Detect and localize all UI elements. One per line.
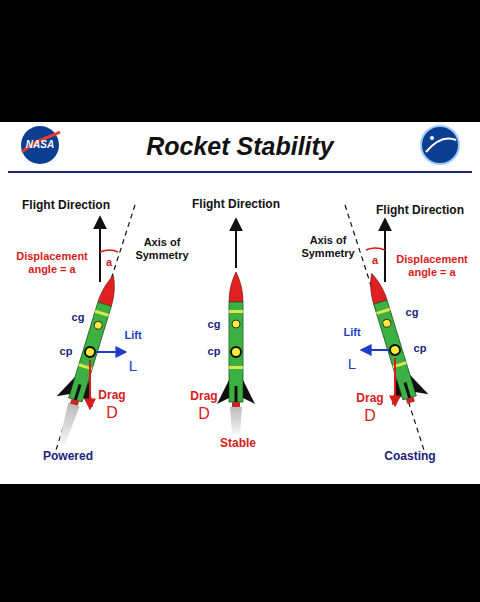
nasa-logo (21, 126, 59, 164)
flight-arrow (384, 220, 386, 282)
phase-label: Coasting (370, 450, 450, 464)
nasa-swoosh (22, 132, 60, 152)
drag-arrow (89, 360, 91, 408)
title-rule (8, 171, 472, 173)
rocket-powered (44, 270, 132, 449)
axis-label: Axis of Symmetry (131, 236, 193, 261)
stable-label: Stable (208, 437, 268, 451)
drag-symbol: D (102, 404, 122, 422)
glenn-swoosh (426, 139, 456, 153)
drag-label: Drag (188, 390, 220, 404)
exhaust-plume (56, 403, 79, 446)
axis-line (56, 205, 135, 450)
lift-label: Lift (118, 329, 148, 342)
drag-label: Drag (354, 392, 386, 406)
cp-label: cp (204, 345, 224, 358)
rocket (353, 268, 429, 408)
flight-direction-label: Flight Direction (11, 199, 121, 213)
lift-symbol: L (123, 357, 143, 374)
lift-symbol: L (342, 355, 362, 372)
lift-arrow (362, 349, 389, 351)
drag-symbol: D (194, 405, 214, 423)
logo-text: NASA (21, 139, 59, 151)
rocket (56, 270, 132, 410)
angle-symbol: a (370, 254, 380, 267)
glenn-star (430, 136, 434, 140)
cp-label: cp (410, 342, 430, 355)
axis-label: Axis of Symmetry (299, 234, 357, 259)
cg-label: cg (402, 306, 422, 319)
displacement-label: Displacement angle = a (11, 250, 93, 275)
diagram-title: Rocket Stability (70, 132, 410, 161)
glenn-logo (421, 126, 459, 164)
angle-arc (366, 248, 385, 250)
phase-label: Powered (33, 450, 103, 464)
drag-symbol: D (360, 407, 380, 425)
rocket-coasting (353, 268, 429, 408)
angle-arc (100, 250, 118, 252)
drag-label: Drag (96, 389, 128, 403)
displacement-label: Displacement angle = a (391, 253, 473, 278)
flight-direction-label: Flight Direction (181, 198, 291, 212)
flight-arrow (99, 218, 101, 282)
rocket (217, 272, 255, 407)
cg-label: cg (204, 318, 224, 331)
cp-label: cp (56, 345, 76, 358)
flight-direction-label: Flight Direction (365, 204, 475, 218)
cg-label: cg (68, 311, 88, 324)
rocket-stable (217, 272, 255, 434)
lift-arrow (96, 351, 125, 353)
lift-label: Lift (337, 326, 367, 339)
drag-arrow (394, 358, 396, 405)
flight-arrow (235, 220, 237, 268)
exhaust-plume (230, 407, 242, 434)
angle-symbol: a (104, 256, 114, 269)
